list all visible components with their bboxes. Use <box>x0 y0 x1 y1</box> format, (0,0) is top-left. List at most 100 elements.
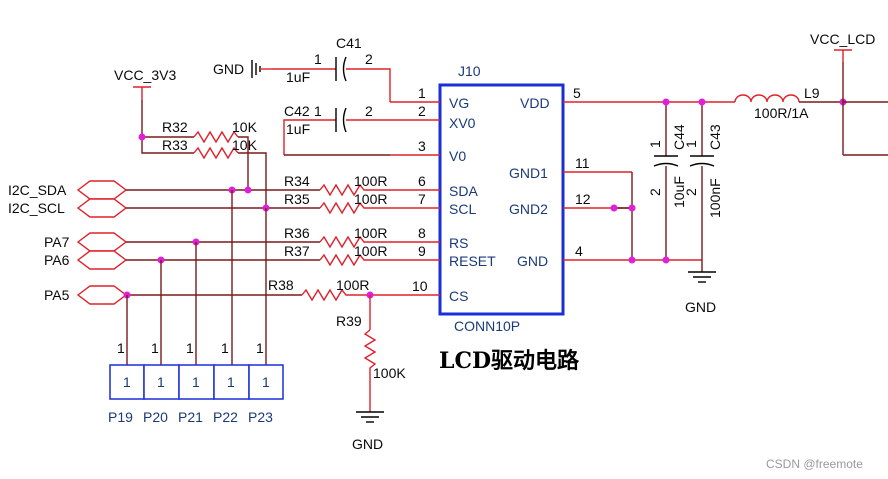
r32-value: 10K <box>232 119 258 135</box>
c44-pin1: 1 <box>647 140 663 148</box>
r32-ref: R32 <box>162 119 188 135</box>
pin-num-6: 6 <box>418 173 426 189</box>
test-point-p22 <box>213 364 250 400</box>
tp-p19-pin-outer: 1 <box>117 340 125 356</box>
tp-p22-ref: P22 <box>213 409 238 425</box>
r37-ref: R37 <box>284 243 310 259</box>
pin-name-rs: RS <box>449 235 468 251</box>
c41-pin1: 1 <box>314 51 322 67</box>
r34-ref: R34 <box>284 173 310 189</box>
pin-num-3: 3 <box>418 138 426 154</box>
c42-value: 1uF <box>286 121 310 137</box>
r33-ref: R33 <box>162 137 188 153</box>
c43-pin1: 1 <box>683 140 699 148</box>
pin-num-2: 2 <box>418 103 426 119</box>
net-label-i2c-scl: I2C_SCL <box>8 200 65 216</box>
pin-name-cs: CS <box>449 288 468 304</box>
connector-j10-body <box>438 83 565 316</box>
pin-num-9: 9 <box>418 243 426 259</box>
connector-ref: J10 <box>458 63 481 79</box>
capacitor-c41 <box>335 56 347 82</box>
c44-pin2-group: 2 <box>647 188 663 196</box>
port-pa6 <box>76 250 128 270</box>
diagram-title: LCD驱动电路 <box>439 348 580 374</box>
pin-num-10: 10 <box>412 278 428 294</box>
gnd-symbol-right <box>688 271 716 283</box>
tp-p20-pin-outer: 1 <box>151 340 159 356</box>
pin-name-vdd: VDD <box>520 95 550 111</box>
l9-ref: L9 <box>804 85 820 101</box>
junction-dot <box>244 186 252 194</box>
net-label-pa5: PA5 <box>44 287 70 303</box>
resistor-r33 <box>193 146 239 160</box>
tp-p22-pin-outer: 1 <box>221 340 229 356</box>
junction-dot <box>698 98 706 106</box>
r35-value: 100R <box>354 191 387 207</box>
gnd-symbol-r39 <box>356 411 384 423</box>
watermark: CSDN @freemote <box>766 457 863 471</box>
c44-pin2: 2 <box>647 188 663 196</box>
r36-value: 100R <box>354 225 387 241</box>
c41-right-wire <box>346 68 391 102</box>
pin-name-reset: RESET <box>449 253 496 269</box>
test-point-p20 <box>143 364 180 400</box>
resistor-r34 <box>319 183 390 197</box>
tp-p23-pin-outer: 1 <box>256 340 264 356</box>
c44-ref-group: C44 <box>671 124 687 150</box>
pin-name-gnd: GND <box>517 253 548 269</box>
pin-name-gnd1: GND1 <box>509 165 548 181</box>
tp-p21-pin-inner: 1 <box>192 374 200 390</box>
c44-value-group: 10uF <box>671 176 687 208</box>
r38-ref: R38 <box>268 277 294 293</box>
tp-p19-ref: P19 <box>108 409 133 425</box>
c42-left-wire <box>283 119 336 155</box>
tp-p21-ref: P21 <box>178 409 203 425</box>
junction-dot <box>138 133 146 141</box>
gnd-symbol-c41 <box>251 60 272 78</box>
r33-to-scl <box>238 152 267 208</box>
port-i2c-sda <box>76 180 128 200</box>
c43-pin2: 2 <box>683 188 699 196</box>
r32-to-sda <box>238 136 249 190</box>
tp-p23-pin-inner: 1 <box>262 374 270 390</box>
tp-p20-ref: P20 <box>143 409 168 425</box>
c44-ref: C44 <box>671 124 687 150</box>
resistor-r37 <box>319 253 390 267</box>
tp-p23-ref: P23 <box>248 409 273 425</box>
r39-value: 100K <box>373 365 406 381</box>
net-label-pa7: PA7 <box>44 234 70 250</box>
r39-ref: R39 <box>336 313 362 329</box>
resistor-r36 <box>319 235 390 249</box>
pin-name-sda: SDA <box>449 183 478 199</box>
junction-dot <box>662 256 670 264</box>
pin-num-12: 12 <box>575 191 591 207</box>
capacitor-c42 <box>335 107 347 133</box>
net-label-vcc-lcd: VCC_LCD <box>810 31 875 47</box>
c41-ref: C41 <box>336 35 362 51</box>
c43-ref-group: C43 <box>707 124 723 150</box>
tp-p22-pin-inner: 1 <box>227 374 235 390</box>
pin-name-v0: V0 <box>449 148 466 164</box>
c43-value-group: 100nF <box>707 178 723 218</box>
c42-pin1: 1 <box>314 103 322 119</box>
resistor-r32 <box>193 130 239 144</box>
pin-num-11: 11 <box>575 155 590 171</box>
c43-ref: C43 <box>707 124 723 150</box>
c41-value: 1uF <box>286 69 310 85</box>
c41-pin2: 2 <box>365 51 373 67</box>
test-point-p23 <box>248 364 284 400</box>
tp-p21-pin-outer: 1 <box>186 340 194 356</box>
r34-value: 100R <box>354 173 387 189</box>
pin-name-vg: VG <box>449 95 469 111</box>
net-label-vcc-3v3: VCC_3V3 <box>114 67 176 83</box>
c44-value: 10uF <box>671 176 687 208</box>
capacitor-c44 <box>653 155 679 167</box>
r36-ref: R36 <box>284 225 310 241</box>
resistor-r35 <box>319 201 390 215</box>
pin-name-xv0: XV0 <box>449 115 476 131</box>
c43-pin1-group: 1 <box>683 140 699 148</box>
r37-value: 100R <box>354 243 387 259</box>
port-pa5 <box>76 285 128 305</box>
junction-dot <box>662 98 670 106</box>
pin-num-5: 5 <box>573 85 581 101</box>
